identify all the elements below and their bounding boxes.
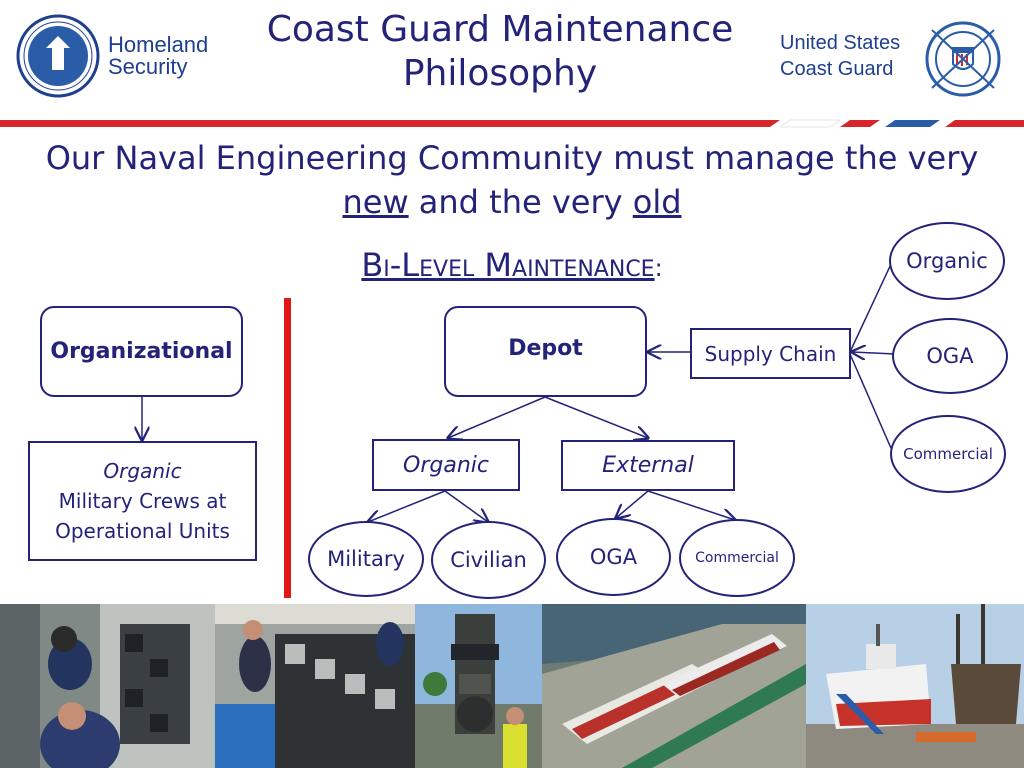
depot-commercial-label: Commercial [695,550,779,566]
depot-organic-label: Organic [403,452,489,478]
depot-box: Depot [444,306,647,397]
organizational-organic-box: Organic Military Crews at Operational Un… [28,441,257,561]
depot-external-label: External [602,453,694,478]
depot-military-label: Military [327,547,405,571]
organizational-label: Organizational [50,339,233,364]
uscg-label-line2: Coast Guard [780,58,894,80]
supply-chain-box: Supply Chain [690,328,851,379]
uscg-emblem-icon [918,16,1008,102]
depot-oga-ellipse: OGA [556,518,671,596]
page-title: Coast Guard Maintenance Philosophy [266,9,734,94]
depot-oga-label: OGA [589,545,638,569]
depot-military-ellipse: Military [308,521,424,597]
supply-organic-label: Organic [906,249,988,273]
depot-civilian-label: Civilian [450,548,527,572]
drydock-photo [542,604,806,768]
subtitle: Our Naval Engineering Community must man… [20,136,1004,224]
dhs-label-line1: Homeland [108,32,209,57]
supply-commercial-ellipse: Commercial [890,415,1006,493]
supply-commercial-label: Commercial [903,445,993,463]
supply-chain-label: Supply Chain [704,341,837,366]
depot-external-box: External [561,440,735,491]
depot-civilian-ellipse: Civilian [431,521,546,599]
depot-label: Depot [508,336,583,361]
cutter-drydock-photo [806,604,1024,768]
turbine-photo [415,604,542,768]
uscg-label: United States Coast Guard [780,30,900,82]
depot-commercial-ellipse: Commercial [679,519,795,597]
bilevel-heading-text: Bi-Level Maintenance [361,246,655,284]
diesel-engine-photo [215,604,415,768]
subtitle-new: new [342,183,409,221]
bilevel-heading: Bi-Level Maintenance: [0,246,1024,284]
subtitle-text-1: Our Naval Engineering Community must man… [45,139,979,177]
organizational-organic-line2: Operational Units [55,519,230,543]
engine-room-photo [0,604,215,768]
supply-oga-ellipse: OGA [892,318,1008,394]
supply-oga-label: OGA [926,344,974,368]
dhs-seal-icon [16,14,100,98]
header-stripe [0,113,1024,128]
supply-organic-ellipse: Organic [889,222,1005,300]
organizational-organic-line1: Military Crews at [58,489,227,513]
dhs-label: Homeland Security [108,34,208,78]
organizational-box: Organizational [40,306,243,397]
section-divider [284,298,291,598]
subtitle-text-2: and the very [408,183,633,221]
uscg-label-line1: United States [780,32,901,54]
bilevel-colon: : [654,254,663,282]
depot-organic-box: Organic [372,439,520,491]
organizational-organic-title: Organic [103,459,182,483]
subtitle-old: old [632,183,682,221]
dhs-label-line2: Security [108,54,188,79]
